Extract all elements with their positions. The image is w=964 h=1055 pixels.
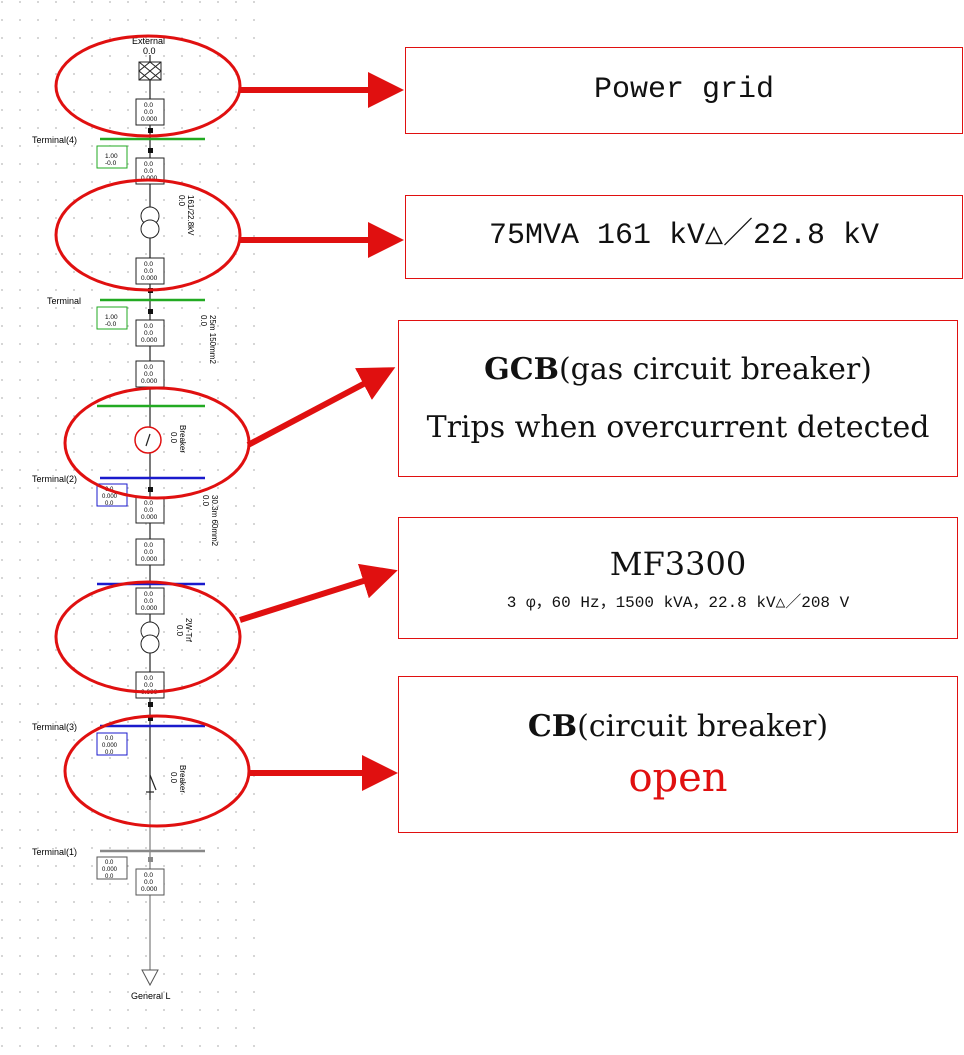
line1-label: 25m 150mm2 [208, 315, 217, 364]
svg-text:0.0: 0.0 [144, 549, 153, 556]
terminal3-label: Terminal(3) [32, 722, 77, 732]
svg-text:0.000: 0.000 [141, 337, 158, 344]
cb-callout: CB(circuit breaker) open [398, 676, 958, 833]
svg-text:0.0: 0.0 [105, 750, 114, 756]
svg-text:0.0: 0.0 [144, 598, 153, 605]
transformer2-label: 2W-Trf [184, 618, 193, 643]
svg-text:0.0: 0.0 [144, 371, 153, 378]
terminal4-result-box: 1.00 -0.0 [96, 145, 128, 169]
svg-text:0.000: 0.000 [102, 494, 118, 500]
arrow-mf3300 [239, 563, 398, 623]
svg-text:0.0: 0.0 [105, 874, 114, 880]
load-arrow-icon[interactable] [141, 969, 159, 987]
svg-text:0.000: 0.000 [141, 514, 158, 521]
transformer1-ellipse [54, 178, 242, 292]
transformer1-icon[interactable] [140, 206, 160, 239]
svg-text:0.0: 0.0 [144, 879, 153, 886]
svg-text:0.0: 0.0 [105, 501, 114, 507]
svg-text:0.0: 0.0 [144, 591, 153, 598]
mf3300-spec: 3 φ，60 Hz，1500 kVA，22.8 kV△／208 V [506, 594, 850, 612]
svg-text:1.00: 1.00 [105, 314, 118, 321]
power-grid-text: Power grid [593, 72, 775, 107]
cb-breaker-open-icon[interactable] [146, 774, 157, 793]
svg-text:0.0: 0.0 [144, 675, 153, 682]
line2-label: 30.3m 60mm2 [210, 495, 219, 547]
svg-text:0.0: 0.0 [144, 364, 153, 371]
svg-text:0.0: 0.0 [144, 500, 153, 507]
svg-text:0.0: 0.0 [144, 161, 153, 168]
svg-text:0.000: 0.000 [141, 275, 158, 282]
svg-text:0.0: 0.0 [144, 261, 153, 268]
mf3300-ellipse [54, 580, 242, 694]
svg-text:1.00: 1.00 [105, 153, 118, 160]
breaker1-label: Breaker [178, 425, 187, 453]
gcb-title: GCB(gas circuit breaker) [484, 352, 872, 387]
transformer1-label: 161/22.8kV [186, 195, 195, 236]
transformer-callout: 75MVA 161 kV△／22.8 kV [405, 195, 963, 279]
terminal1-label: Terminal(1) [32, 847, 77, 857]
line2-value: 0.0 [201, 495, 210, 507]
terminal2-label: Terminal(2) [32, 474, 77, 484]
breaker2-label: Breaker [178, 765, 187, 793]
svg-text:0.000: 0.000 [102, 743, 118, 749]
svg-text:0.0: 0.0 [144, 109, 153, 116]
power-grid-callout: Power grid [405, 47, 963, 134]
transformer2-value: 0.0 [175, 625, 184, 637]
gcb-breaker-icon[interactable] [134, 426, 162, 454]
svg-text:0.0: 0.0 [144, 507, 153, 514]
terminal-label: Terminal [47, 296, 81, 306]
mf3300-title: MF3300 [609, 545, 747, 583]
transformer-text: 75MVA 161 kV△／22.8 kV [488, 219, 880, 254]
power-grid-ellipse [54, 34, 242, 138]
terminal3-result-box: 0.0 0.000 0.0 [96, 732, 128, 756]
svg-text:0.0: 0.0 [144, 168, 153, 175]
svg-text:0.0: 0.0 [144, 682, 153, 689]
arrow-gcb [246, 367, 396, 448]
svg-text:0.0: 0.0 [105, 860, 114, 866]
svg-text:0.000: 0.000 [141, 886, 158, 893]
cb-state: open [628, 755, 728, 802]
terminal-result-box: 1.00 -0.0 [96, 306, 128, 330]
svg-text:0.000: 0.000 [141, 378, 158, 385]
cb-title: CB(circuit breaker) [527, 708, 829, 744]
svg-text:0.0: 0.0 [144, 542, 153, 549]
svg-text:0.0: 0.0 [105, 736, 114, 742]
svg-text:-0.0: -0.0 [105, 160, 117, 167]
svg-text:0.000: 0.000 [102, 867, 118, 873]
svg-text:-0.0: -0.0 [105, 321, 117, 328]
terminal4-label: Terminal(4) [32, 135, 77, 145]
transformer1-value: 0.0 [177, 195, 186, 207]
svg-text:0.000: 0.000 [141, 175, 158, 182]
external-grid-icon[interactable] [138, 61, 162, 81]
ext-grid-label: External [132, 36, 165, 46]
mf3300-callout: MF3300 3 φ，60 Hz，1500 kVA，22.8 kV△／208 V [398, 517, 958, 639]
terminal1-result-box: 0.0 0.000 0.0 [96, 856, 128, 880]
line1-value: 0.0 [199, 315, 208, 327]
svg-text:0.0: 0.0 [144, 330, 153, 337]
svg-text:0.0: 0.0 [144, 102, 153, 109]
breaker2-value: 0.0 [169, 772, 178, 784]
gcb-callout: GCB(gas circuit breaker) Trips when over… [398, 320, 958, 477]
svg-text:0.000: 0.000 [141, 556, 158, 563]
ext-grid-value: 0.0 [143, 46, 156, 56]
svg-text:0.0: 0.0 [144, 872, 153, 879]
breaker1-value: 0.0 [169, 432, 178, 444]
load-label: General L [131, 991, 171, 1001]
svg-text:0.0: 0.0 [144, 268, 153, 275]
gcb-description: Trips when overcurrent detected [426, 409, 930, 445]
svg-text:0.000: 0.000 [141, 605, 158, 612]
svg-text:0.000: 0.000 [141, 116, 158, 123]
annotation-arrows [239, 72, 404, 791]
canvas-grid [0, 0, 262, 1055]
svg-text:0.0: 0.0 [144, 323, 153, 330]
transformer2-icon[interactable] [140, 621, 160, 654]
